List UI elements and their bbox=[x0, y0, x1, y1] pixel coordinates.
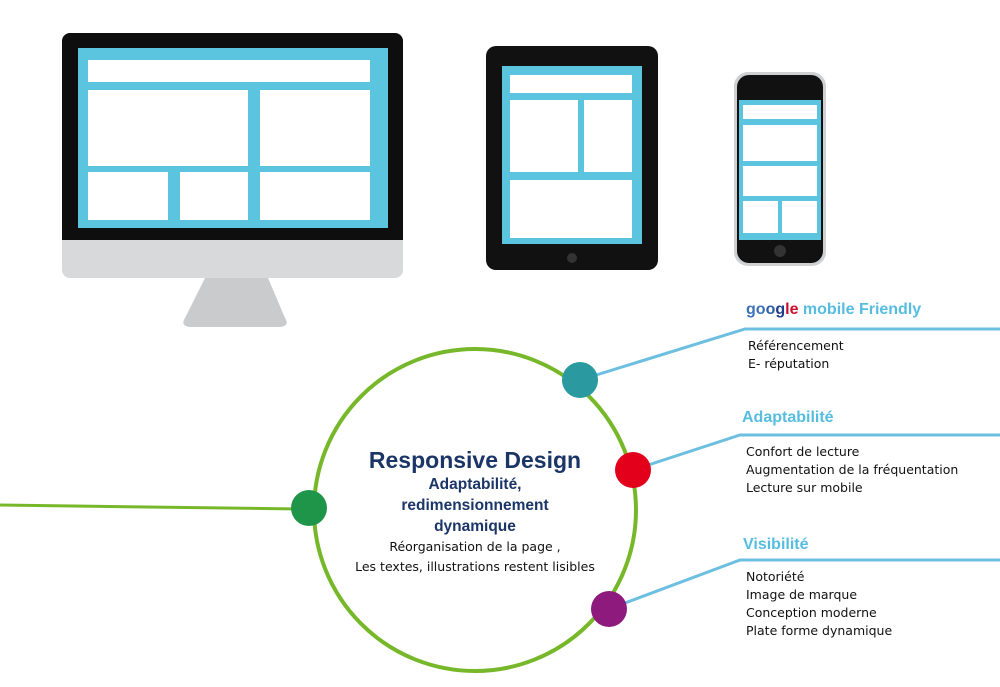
branch-list-visibilite: Notoriété Image de marque Conception mod… bbox=[746, 568, 892, 640]
subtitle-line: redimensionnement bbox=[401, 497, 549, 514]
branch-list-google: Référencement E- réputation bbox=[748, 337, 844, 373]
branch-title-visibilite: Visibilité bbox=[743, 536, 809, 553]
connector-line-google bbox=[579, 327, 1000, 382]
center-text: Responsive Design Adaptabilité, redimens… bbox=[330, 446, 620, 577]
connector-line-adaptabilite bbox=[632, 433, 1000, 472]
google-logo-text: google bbox=[746, 301, 799, 318]
list-item: E- réputation bbox=[748, 356, 830, 371]
teal-dot bbox=[562, 362, 598, 398]
list-item: Confort de lecture bbox=[746, 444, 860, 459]
list-item: Référencement bbox=[748, 338, 844, 353]
branch-title-adaptabilite: Adaptabilité bbox=[742, 409, 834, 426]
list-item: Conception moderne bbox=[746, 605, 877, 620]
green-dot bbox=[291, 490, 327, 526]
tablet-icon bbox=[486, 46, 658, 270]
branch-list-adaptabilite: Confort de lecture Augmentation de la fr… bbox=[746, 443, 958, 497]
red-dot bbox=[615, 452, 651, 488]
smartphone-icon bbox=[734, 72, 826, 266]
description-line: Réorganisation de la page , bbox=[389, 539, 561, 554]
list-item: Image de marque bbox=[746, 587, 858, 602]
list-item: Plate forme dynamique bbox=[746, 623, 893, 638]
left-connector-line bbox=[0, 503, 301, 511]
list-item: Lecture sur mobile bbox=[746, 480, 863, 495]
branch-title-google: google mobile Friendly bbox=[746, 301, 922, 318]
subtitle-line: dynamique bbox=[434, 518, 516, 535]
connector-line-visibilite bbox=[608, 558, 1000, 611]
purple-dot bbox=[591, 591, 627, 627]
main-title: Responsive Design bbox=[368, 447, 582, 473]
description-line: Les textes, illustrations restent lisibl… bbox=[355, 559, 595, 574]
desktop-monitor-icon bbox=[62, 33, 403, 327]
subtitle-line: Adaptabilité, bbox=[428, 476, 522, 493]
list-item: Augmentation de la fréquentation bbox=[746, 462, 959, 477]
list-item: Notoriété bbox=[746, 569, 805, 584]
